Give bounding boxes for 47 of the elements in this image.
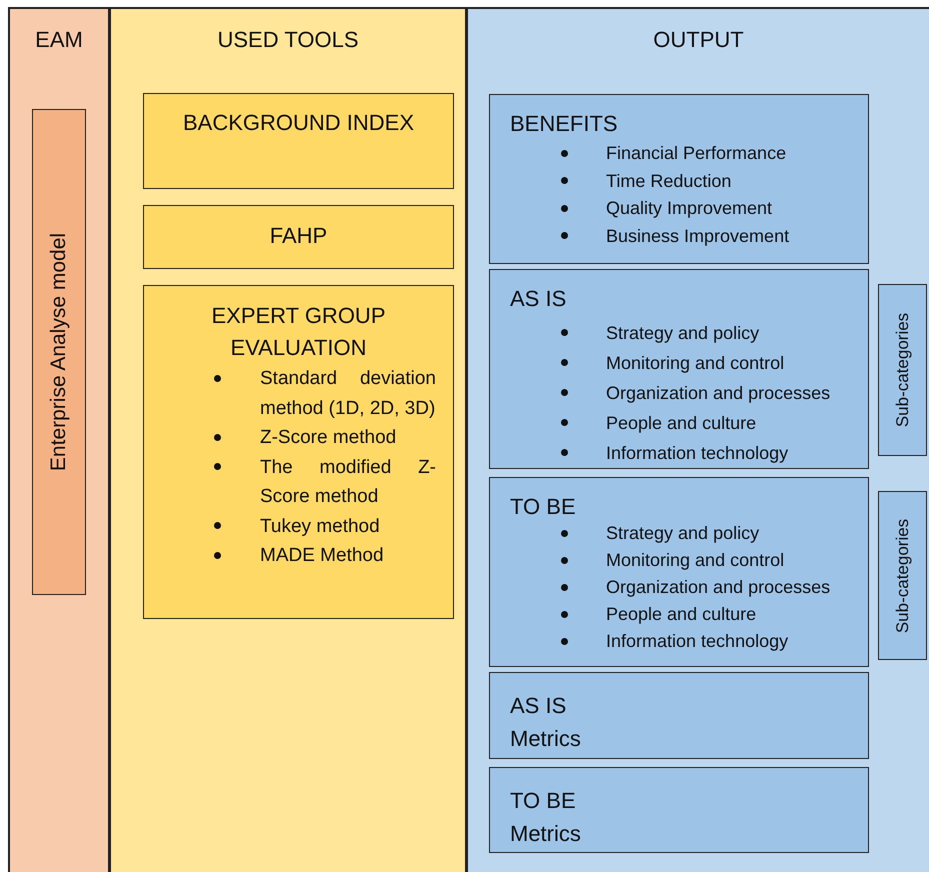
bullet-item: Financial Performance <box>557 140 790 168</box>
tool-box <box>143 93 454 189</box>
heading: FAHP <box>268 223 328 249</box>
output-box <box>489 477 869 667</box>
tool-box <box>143 285 454 619</box>
heading: EAM <box>34 27 84 53</box>
heading: BACKGROUND INDEX <box>182 110 416 136</box>
heading: TO BE Metrics <box>510 787 582 848</box>
heading: AS IS <box>510 286 566 312</box>
bullet-item: The modified Z-Score method <box>210 452 436 512</box>
column-panel <box>466 7 929 872</box>
output-box <box>489 94 869 264</box>
bullet-item: People and culture <box>557 601 830 628</box>
bullet-item: Strategy and policy <box>557 520 830 547</box>
heading: USED TOOLS <box>216 27 360 53</box>
vertical-label: Sub-categories <box>892 518 912 633</box>
heading: AS IS Metrics <box>510 692 582 753</box>
metrics-box <box>489 767 869 853</box>
output-box <box>489 269 869 469</box>
heading: OUTPUT <box>652 27 745 53</box>
vertical-label-box <box>878 284 927 456</box>
bullet-item: Business Improvement <box>557 222 790 250</box>
bullet-item: Information technology <box>557 438 830 468</box>
heading: BENEFITS <box>510 111 618 137</box>
tool-box <box>143 205 454 269</box>
bullet-item: Standard deviation method (1D, 2D, 3D) <box>210 364 436 423</box>
heading: TO BE <box>510 494 576 520</box>
vertical-label: Sub-categories <box>892 312 912 428</box>
bullet-item: Monitoring and control <box>557 547 830 574</box>
bullet-item: People and culture <box>557 408 830 438</box>
vertical-label-box <box>32 109 86 595</box>
bullet-item: Information technology <box>557 628 830 655</box>
bullet-item: MADE Method <box>210 541 436 570</box>
bullet-item: Z-Score method <box>210 423 436 452</box>
vertical-label: Enterprise Analyse model <box>47 232 71 472</box>
bullet-item: Organization and processes <box>557 378 830 408</box>
bullet-item: Monitoring and control <box>557 348 830 378</box>
metrics-box <box>489 672 869 759</box>
heading: EXPERT GROUP EVALUATION <box>210 302 386 362</box>
bullet-item: Quality Improvement <box>557 195 790 222</box>
bullet-item: Tukey method <box>210 512 436 541</box>
bullet-item: Organization and processes <box>557 574 830 601</box>
vertical-label-box <box>878 491 927 660</box>
bullet-item: Strategy and policy <box>557 318 830 348</box>
column-panel <box>109 7 467 872</box>
bullet-item: Time Reduction <box>557 168 790 195</box>
column-panel <box>8 7 110 872</box>
